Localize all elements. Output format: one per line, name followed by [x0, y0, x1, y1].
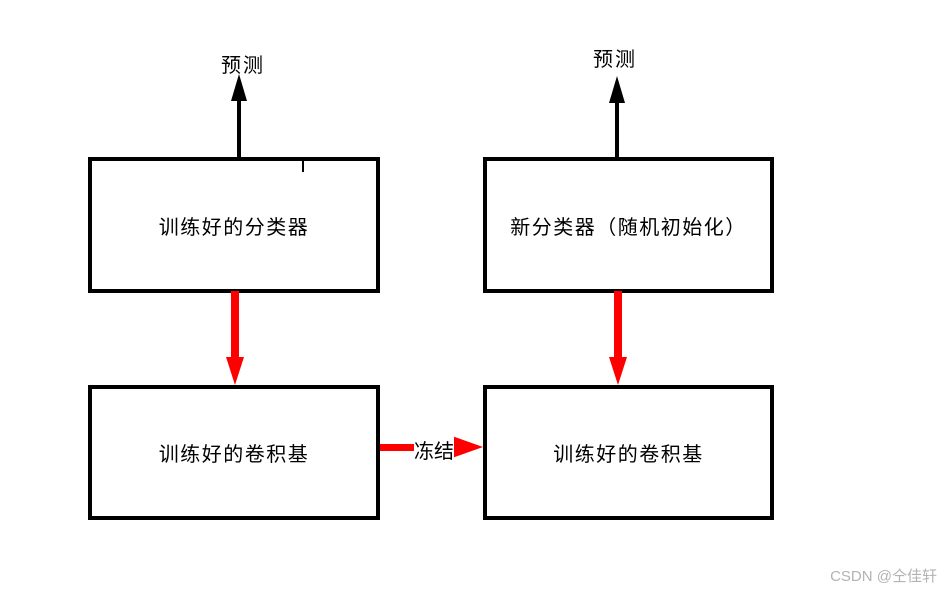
right-up-arrow-stem — [615, 99, 619, 157]
left-conv-base-box-label: 训练好的卷积基 — [158, 444, 310, 466]
right-conv-base-box-label: 训练好的卷积基 — [553, 444, 704, 466]
right-conv-base-box: 训练好的卷积基 — [483, 385, 774, 520]
right-down-arrow-icon — [609, 357, 627, 385]
right-down-arrow-stem — [614, 291, 622, 358]
freeze-arrow-label: 冻结 — [414, 435, 454, 464]
freeze-arrow-icon — [452, 436, 483, 458]
left-down-arrow-icon — [226, 357, 244, 385]
left-up-arrow-stem — [237, 97, 241, 157]
left-classifier-box: 训练好的分类器 — [88, 157, 380, 293]
left-prediction-label: 预测 — [221, 55, 265, 77]
right-classifier-box: 新分类器（随机初始化） — [483, 157, 774, 293]
left-down-arrow-stem — [231, 291, 239, 358]
left-conv-base-box: 训练好的卷积基 — [88, 385, 380, 520]
left-classifier-box-label: 训练好的分类器 — [158, 216, 310, 239]
right-prediction-label: 预测 — [593, 49, 637, 71]
watermark-text: CSDN @仝佳轩 — [830, 568, 937, 585]
stray-tick-mark — [302, 161, 304, 172]
right-classifier-box-label: 新分类器（随机初始化） — [510, 216, 747, 239]
left-up-arrow-icon — [231, 74, 247, 101]
right-up-arrow-icon — [609, 76, 625, 103]
freeze-arrow-stem — [380, 444, 418, 451]
